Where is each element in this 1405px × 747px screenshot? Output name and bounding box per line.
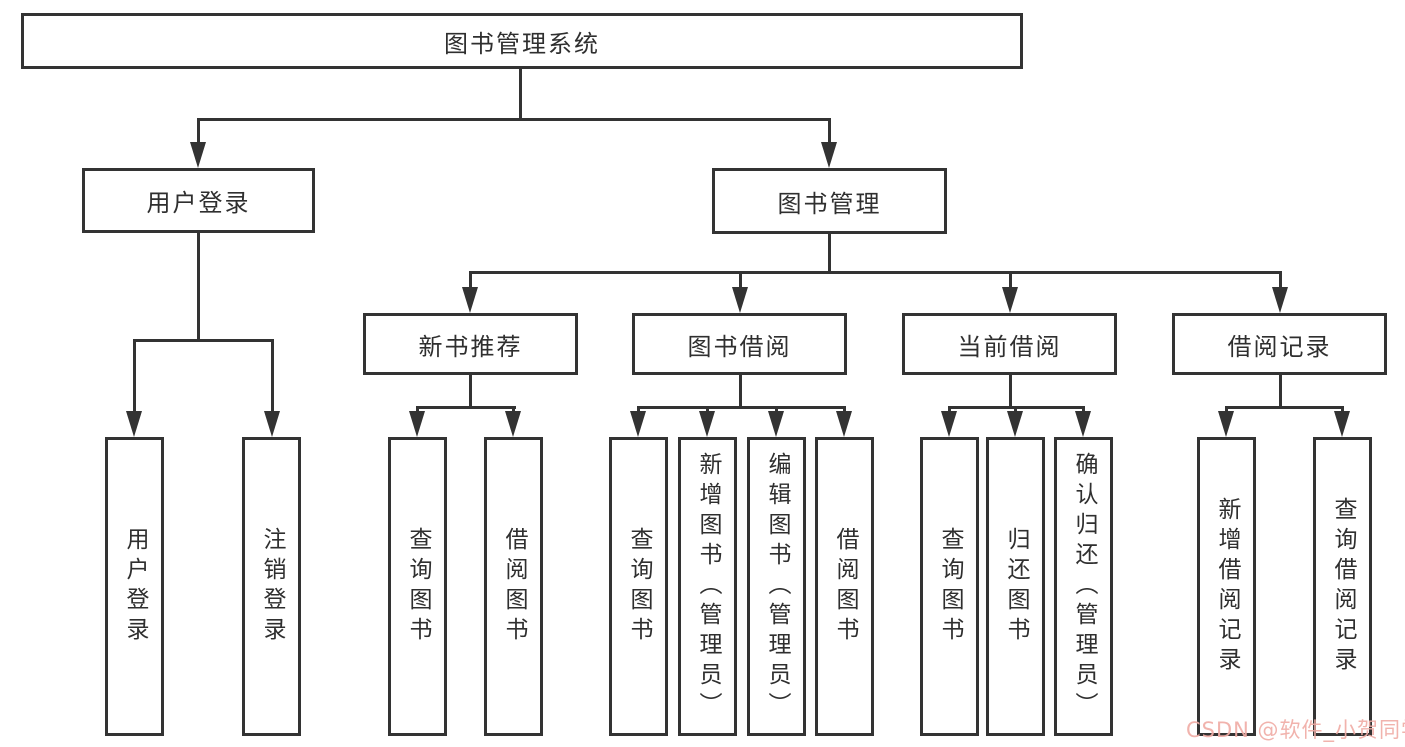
arrow-down-icon (126, 411, 142, 437)
arrow-down-icon (1334, 411, 1350, 437)
connector-line (1279, 271, 1282, 289)
leaf-add-book-admin-label: 新增图书（管理员） (695, 451, 721, 722)
leaf-add-book-admin: 新增图书（管理员） (678, 437, 737, 736)
leaf-add-borrow-record-label: 新增借阅记录 (1214, 496, 1240, 677)
leaf-query-borrow-record: 查询借阅记录 (1313, 437, 1372, 736)
leaf-return-book: 归还图书 (986, 437, 1045, 736)
connector-line (637, 406, 846, 409)
connector-line (133, 339, 136, 413)
connector-line (469, 271, 1282, 274)
arrow-down-icon (1218, 411, 1234, 437)
arrow-down-icon (409, 411, 425, 437)
connector-line (416, 406, 516, 409)
connector-line (828, 118, 831, 144)
arrow-down-icon (1272, 287, 1288, 313)
connector-line (1341, 406, 1344, 414)
connector-line (271, 339, 274, 413)
connector-line (469, 375, 472, 409)
connector-line (1009, 271, 1012, 289)
connector-line (1014, 406, 1017, 414)
node-current-borrow-label: 当前借阅 (957, 332, 1062, 361)
connector-line (512, 406, 515, 414)
arrow-down-icon (836, 411, 852, 437)
connector-line (706, 406, 709, 414)
connector-line (133, 339, 274, 342)
node-current-borrow: 当前借阅 (902, 313, 1117, 375)
node-borrow-records: 借阅记录 (1172, 313, 1387, 375)
leaf-query-books-borrow-label: 查询图书 (626, 526, 652, 647)
connector-line (197, 118, 200, 144)
node-book-borrow-label: 图书借阅 (687, 332, 792, 361)
leaf-borrow-books-label: 借阅图书 (832, 526, 858, 647)
connector-line (828, 233, 831, 274)
leaf-query-books-recommend: 查询图书 (388, 437, 447, 736)
node-borrow-records-label: 借阅记录 (1227, 332, 1332, 361)
node-root: 图书管理系统 (21, 13, 1023, 69)
connector-line (197, 233, 200, 341)
csdn-watermark: CSDN @软件_小贺同学 (1186, 718, 1405, 742)
arrow-down-icon (941, 411, 957, 437)
node-book-borrow: 图书借阅 (632, 313, 847, 375)
node-book-management: 图书管理 (712, 168, 947, 234)
leaf-query-books-recommend-label: 查询图书 (405, 526, 431, 647)
leaf-borrow-books-recommend: 借阅图书 (484, 437, 543, 736)
leaf-user-login: 用户登录 (105, 437, 164, 736)
connector-line (469, 271, 472, 289)
arrow-down-icon (821, 142, 837, 168)
connector-line (519, 69, 522, 121)
connector-line (197, 118, 831, 121)
leaf-borrow-books: 借阅图书 (815, 437, 874, 736)
leaf-confirm-return-admin: 确认归还（管理员） (1054, 437, 1113, 736)
arrow-down-icon (699, 411, 715, 437)
leaf-query-books-current-label: 查询图书 (937, 526, 963, 647)
leaf-edit-book-admin-label: 编辑图书（管理员） (764, 451, 790, 722)
node-root-label: 图书管理系统 (444, 29, 600, 58)
leaf-add-borrow-record: 新增借阅记录 (1197, 437, 1256, 736)
node-new-book-recommend: 新书推荐 (363, 313, 578, 375)
leaf-query-books-borrow: 查询图书 (609, 437, 668, 736)
arrow-down-icon (1002, 287, 1018, 313)
leaf-query-books-current: 查询图书 (920, 437, 979, 736)
arrow-down-icon (630, 411, 646, 437)
leaf-return-book-label: 归还图书 (1003, 526, 1029, 647)
arrow-down-icon (732, 287, 748, 313)
arrow-down-icon (462, 287, 478, 313)
connector-line (1082, 406, 1085, 414)
connector-line (1009, 375, 1012, 409)
arrow-down-icon (768, 411, 784, 437)
connector-line (739, 375, 742, 409)
arrow-down-icon (505, 411, 521, 437)
connector-line (1279, 375, 1282, 409)
leaf-logout: 注销登录 (242, 437, 301, 736)
leaf-confirm-return-admin-label: 确认归还（管理员） (1071, 451, 1097, 722)
leaf-query-borrow-record-label: 查询借阅记录 (1330, 496, 1356, 677)
node-new-book-recommend-label: 新书推荐 (418, 332, 523, 361)
connector-line (416, 406, 419, 414)
arrow-down-icon (190, 142, 206, 168)
leaf-user-login-label: 用户登录 (122, 526, 148, 647)
leaf-logout-label: 注销登录 (259, 526, 285, 647)
connector-line (843, 406, 846, 414)
connector-line (948, 406, 951, 414)
arrow-down-icon (264, 411, 280, 437)
connector-line (775, 406, 778, 414)
connector-line (637, 406, 640, 414)
node-user-login: 用户登录 (82, 168, 315, 233)
arrow-down-icon (1007, 411, 1023, 437)
connector-line (1225, 406, 1344, 409)
connector-line (739, 271, 742, 289)
connector-line (1225, 406, 1228, 414)
node-book-management-label: 图书管理 (777, 189, 882, 218)
node-user-login-label: 用户登录 (146, 189, 251, 217)
leaf-edit-book-admin: 编辑图书（管理员） (747, 437, 806, 736)
leaf-borrow-books-recommend-label: 借阅图书 (501, 526, 527, 647)
arrow-down-icon (1075, 411, 1091, 437)
